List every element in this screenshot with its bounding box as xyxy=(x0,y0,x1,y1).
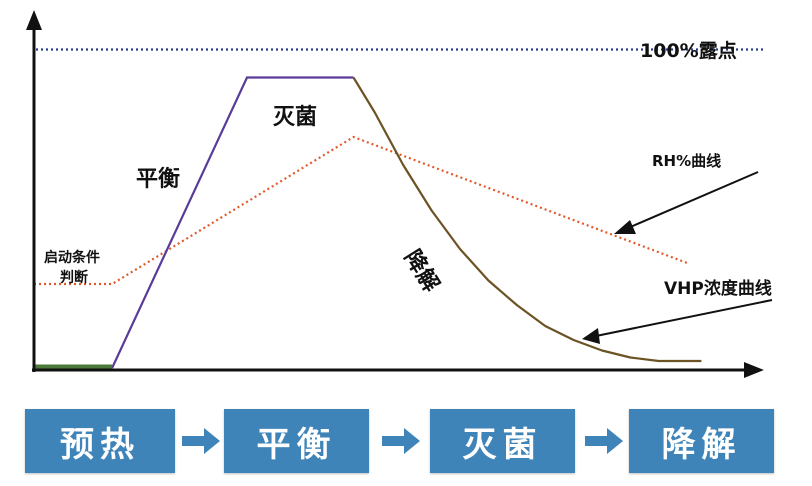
rise-stage-label: 平衡 xyxy=(136,166,180,192)
plateau-stage-label: 灭菌 xyxy=(273,105,317,130)
vhp-curve-label: VHP浓度曲线 xyxy=(664,278,772,299)
decay-stage-label: 降解 xyxy=(399,245,444,296)
y-axis-arrowhead xyxy=(26,10,42,30)
vhp-curve-decay xyxy=(352,76,702,363)
flow-arrow-1-shape xyxy=(182,428,220,454)
process-chart: 100%露点 启动条件 判断 平衡 灭菌 降解 RH%曲线 VHP浓度曲线 xyxy=(26,10,773,378)
flow-arrow-3-shape xyxy=(585,428,623,454)
stage-box-preheat: 预热 xyxy=(25,409,175,473)
stage-box-equilibrium: 平衡 xyxy=(224,409,369,473)
start-condition-label-line2: 判断 xyxy=(60,269,88,286)
flow-arrow-2-shape xyxy=(382,428,420,454)
vhp-callout-arrow-line xyxy=(595,299,773,337)
dew-point-label: 100%露点 xyxy=(640,40,737,62)
start-condition-label-line1: 启动条件 xyxy=(44,249,100,266)
rh-curve xyxy=(34,135,688,286)
rh-callout-arrow-line xyxy=(627,171,759,229)
flow-arrow-1 xyxy=(182,428,220,454)
stage-box-decomposition: 降解 xyxy=(629,409,774,473)
rh-callout-arrowhead xyxy=(614,220,636,234)
flow-arrow-2 xyxy=(382,428,420,454)
vhp-curve-rise-plateau xyxy=(111,76,354,369)
stage-box-sterilization: 灭菌 xyxy=(430,409,575,473)
vhp-callout-arrowhead xyxy=(582,328,600,344)
x-axis-arrowhead xyxy=(744,362,764,378)
rh-curve-label: RH%曲线 xyxy=(652,152,721,170)
flow-arrow-3 xyxy=(585,428,623,454)
